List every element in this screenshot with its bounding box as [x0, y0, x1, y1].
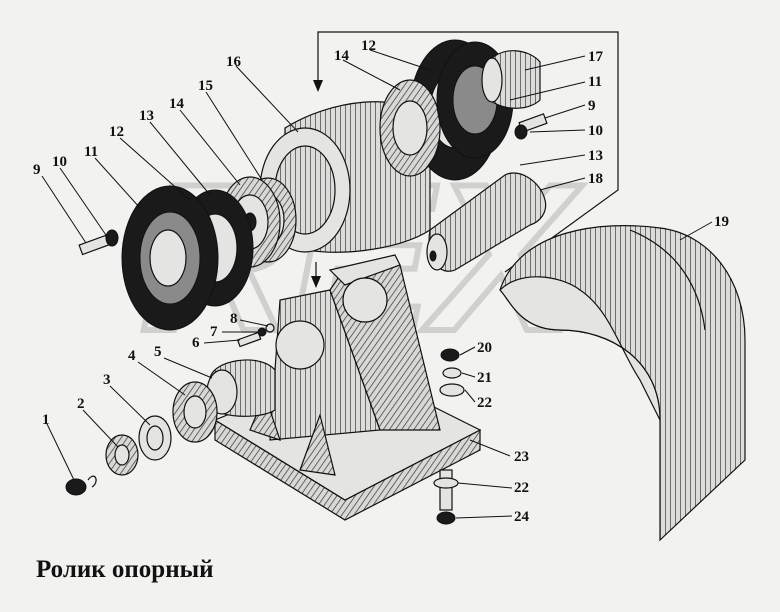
callout-24: 24: [514, 509, 530, 525]
callout-12-right: 12: [361, 38, 376, 54]
callout-11-left: 11: [84, 144, 98, 160]
callout-11-right: 11: [588, 74, 602, 90]
bearing-part-14-right: [379, 79, 441, 177]
callout-23: 23: [514, 449, 529, 465]
callout-labels: 1 2 3 4 5 6 7 8 9 10 11 12 13 14 15 16 1…: [33, 38, 729, 525]
hub-part-17: [481, 50, 541, 109]
callout-4: 4: [128, 348, 136, 364]
support-frame-part-23: [213, 254, 482, 521]
leader-lines: [41, 49, 713, 519]
cover-flange-part-11-left: [121, 185, 219, 331]
callout-1: 1: [42, 412, 50, 428]
washer-part-4: [172, 381, 218, 443]
callout-5: 5: [154, 344, 162, 360]
nut-washers-part-20-21-22: [439, 348, 465, 397]
callout-17: 17: [588, 49, 604, 65]
bolt-washer-part-9-10-left: [78, 229, 119, 256]
callout-8: 8: [230, 311, 238, 327]
callout-9-right: 9: [588, 98, 596, 114]
plug-part-1: [65, 475, 97, 496]
callout-10-right: 10: [588, 123, 603, 139]
callout-13-right: 13: [588, 148, 603, 164]
bolt-washer-part-9-10-right: [514, 113, 548, 140]
diagram-caption: Ролик опорный: [36, 556, 214, 583]
callout-9-left: 9: [33, 162, 41, 178]
callout-13-left: 13: [139, 108, 154, 124]
callout-18: 18: [588, 171, 603, 187]
callout-14-right: 14: [334, 48, 350, 64]
callout-7: 7: [210, 324, 218, 340]
callout-16: 16: [226, 54, 242, 70]
lock-washer-part-3: [138, 415, 172, 461]
assembly-arrow-down: [311, 262, 321, 288]
callout-15: 15: [198, 78, 213, 94]
bolt-part-6-7-8: [236, 323, 275, 348]
callout-12-left: 12: [109, 124, 124, 140]
cover-part-19: [499, 225, 746, 542]
bolt-part-22-24: [433, 469, 459, 525]
callout-20: 20: [477, 340, 492, 356]
callout-14-left: 14: [169, 96, 185, 112]
callout-6: 6: [192, 335, 200, 351]
callout-22-lower: 22: [514, 480, 529, 496]
callout-21: 21: [477, 370, 492, 386]
assembly-arrow-top: [313, 31, 619, 273]
callout-3: 3: [103, 372, 111, 388]
callout-22-upper: 22: [477, 395, 492, 411]
callout-19: 19: [714, 214, 729, 230]
axle-part-18: [426, 172, 547, 272]
callout-10-left: 10: [52, 154, 67, 170]
callout-2: 2: [77, 396, 85, 412]
slotted-nut-part-2: [105, 434, 139, 476]
